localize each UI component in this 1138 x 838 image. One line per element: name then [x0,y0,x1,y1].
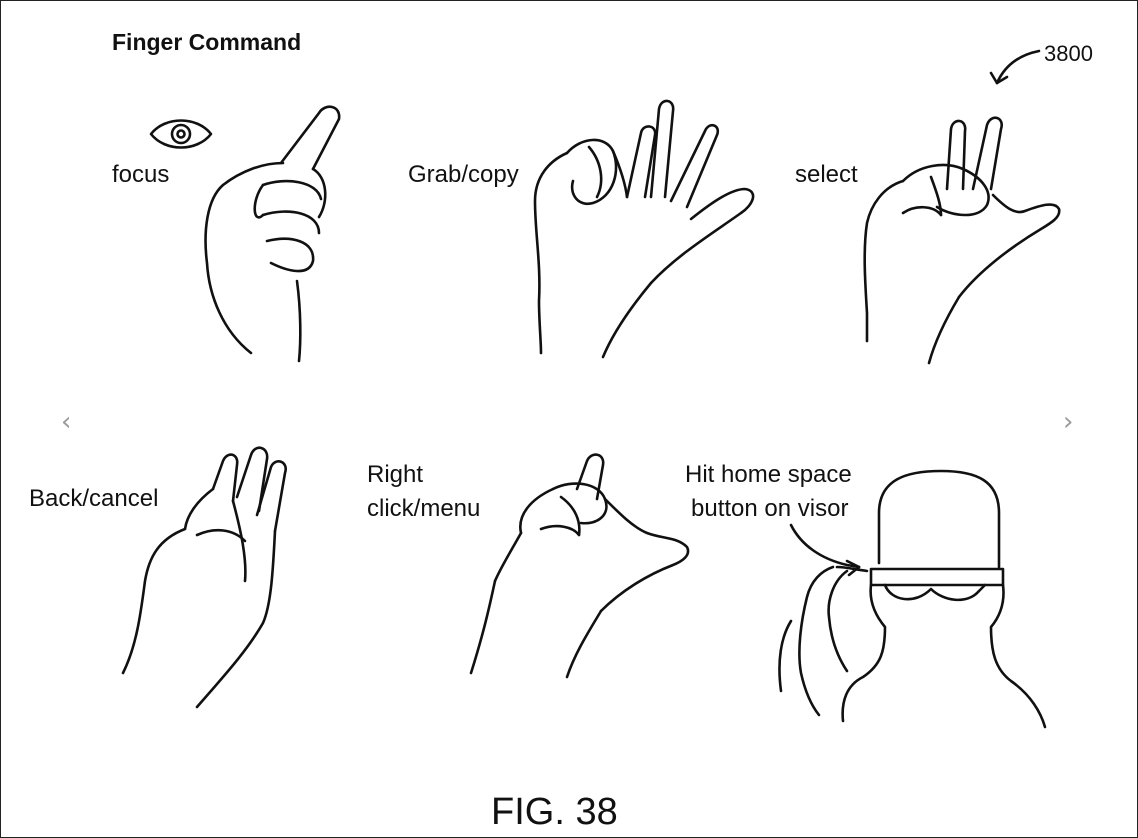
gesture-label-home-line2: button on visor [691,495,849,522]
gesture-label-home-line1: Hit home space [685,461,852,488]
eye-icon [149,119,213,149]
figure-caption: FIG. 38 [491,791,618,833]
gesture-label-focus: focus [112,161,170,188]
hand-right-click-illustration [469,453,690,679]
chevron-left-icon[interactable]: ‹ [61,407,72,437]
head-visor-illustration [778,469,1047,729]
gesture-label-back: Back/cancel [29,485,159,512]
figure-title: Finger Command [112,29,302,55]
chevron-right-icon[interactable]: › [1063,407,1074,437]
gesture-label-right-click-line2: click/menu [367,495,481,522]
gesture-label-select: select [795,161,858,188]
reference-number: 3800 [1044,41,1093,66]
gesture-label-right-click-line1: Right [367,461,424,488]
hand-grab-illustration [533,99,755,359]
hand-focus-illustration [204,105,341,363]
gesture-label-grab: Grab/copy [408,161,519,188]
hand-back-illustration [121,446,287,709]
arrow-icon [989,49,1041,85]
hand-select-illustration [863,116,1061,365]
